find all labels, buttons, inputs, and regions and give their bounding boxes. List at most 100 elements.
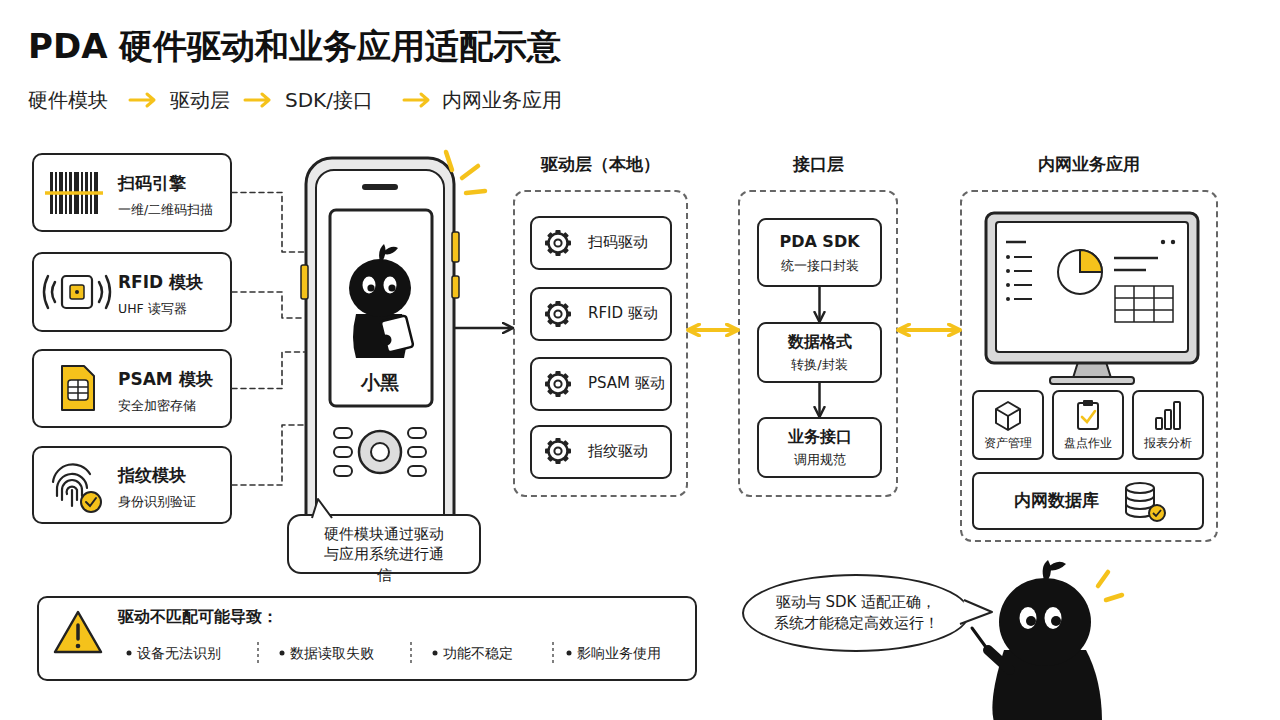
pda-device [334,428,352,438]
mascot-presenter [1045,607,1062,629]
fingerprint-icon [57,474,87,496]
node-heading: 业务接口 [759,427,880,446]
node-heading: 内网业务应用 [960,154,1218,174]
warning-icon [76,644,81,649]
sim-card-icon [68,380,88,400]
presenter-sparkle [1098,572,1108,586]
mascot-on-screen [349,259,411,317]
mascot-on-screen [363,277,376,294]
barcode-icon [85,172,88,214]
pda-device [334,447,352,457]
sim-card-icon [62,366,94,410]
flow-arrow [898,328,960,332]
database-icon [1126,483,1154,493]
barcode-icon [69,172,72,214]
monitor-illustration [1114,269,1146,272]
node-heading: 驱动不匹配可能导致： [118,607,438,627]
mascot-presenter [988,650,1010,670]
callout-box: 硬件模块通过驱动 与应用系统进行通信 [287,514,481,574]
barcode-icon [50,172,53,214]
node-text: 安全加密存储 [118,398,230,413]
rfid-icon [44,276,110,308]
fingerprint-icon [81,492,101,512]
pda-device [316,170,444,558]
clipboard-icon [1083,400,1093,406]
app-tile: 盘点作业 [1052,390,1124,460]
pda-device [362,184,398,190]
business-app-group: 内网业务应用资产管理盘点作业报表分析内网数据库 [960,190,1218,542]
callout-tail [312,499,332,518]
monitor-illustration [986,213,1198,384]
pda-device [301,158,459,568]
fingerprint-icon [67,487,77,500]
dashed-separator [552,642,554,665]
pda-device [371,443,389,461]
gear-icon [545,371,571,397]
diagram-title: PDA 硬件驱动和业务应用适配示意 [28,24,928,70]
warning-icon [76,625,80,639]
monitor-illustration [1115,309,1173,311]
hardware-module-box: 指纹模块身份识别验证 [32,446,232,524]
mascot-presenter [1020,607,1037,629]
interface-box: 数据格式转换/封装 [757,322,882,383]
driver-box: PSAM 驱动 [530,357,672,411]
monitor-illustration [1058,250,1102,294]
fingerprint-icon [86,498,96,506]
node-heading: 内网数据库 [1014,490,1134,510]
node-heading: 盘点作业 [1054,436,1122,450]
rfid-icon [62,276,92,308]
gear-icon [545,230,571,464]
database-icon [1149,505,1165,521]
fingerprint-icon [53,464,101,512]
node-heading: 报表分析 [1134,436,1202,450]
flow-arrow [130,94,154,106]
database-box: 内网数据库 [972,472,1204,530]
presenter-sparkle [1106,595,1122,600]
mascot-presenter [1026,616,1036,626]
node-heading: 硬件模块通过驱动 与应用系统进行通信 [320,524,448,585]
callout-tail [312,499,332,518]
warning-icon [55,612,101,652]
node-text: 设备无法识别 [137,644,252,662]
flow-arrow [688,328,738,332]
node-text: 转换/封装 [759,357,880,373]
mascot-on-screen [384,277,397,294]
interface-box: PDA SDK统一接口封装 [757,218,882,287]
node-text: 统一接口封装 [759,258,880,274]
warning-icon [55,612,101,652]
module-wire [232,352,305,389]
node-heading: 接口层 [738,154,898,174]
pda-device [408,447,426,457]
monitor-illustration [1080,250,1102,272]
barcode-icon [65,172,67,214]
bar-chart-icon [1156,418,1162,429]
mascot-presenter [1047,562,1066,571]
monitor-illustration [1115,286,1173,322]
edge-group [232,193,960,486]
pda-device [334,466,352,476]
mascot-presenter [992,650,1102,720]
monitor-illustration [1006,255,1010,259]
bullet-dot [433,651,438,656]
bar-chart-icon [1165,410,1171,429]
mascot-on-screen [367,284,374,291]
mascot-on-screen [383,247,398,255]
rfid-icon [70,285,84,299]
monitor-illustration [1161,240,1165,244]
monitor-illustration [1014,256,1032,258]
driver-box: 扫码驱动 [530,216,672,270]
flow-arrow [818,383,821,417]
node-heading: PSAM 模块 [118,369,230,389]
cube-icon [996,402,1020,430]
mascot-presenter [972,628,988,650]
mascot-presenter [1043,560,1051,580]
node-text: 调用规范 [759,452,880,468]
node-heading: 驱动层（本地） [513,154,688,174]
barcode-icon [74,172,79,214]
module-wire [232,425,305,485]
mascot-on-screen [388,284,395,291]
node-text: 影响业务使用 [577,644,692,662]
monitor-illustration [1006,269,1010,273]
dashed-separator [410,642,412,665]
fingerprint-icon [71,490,73,506]
